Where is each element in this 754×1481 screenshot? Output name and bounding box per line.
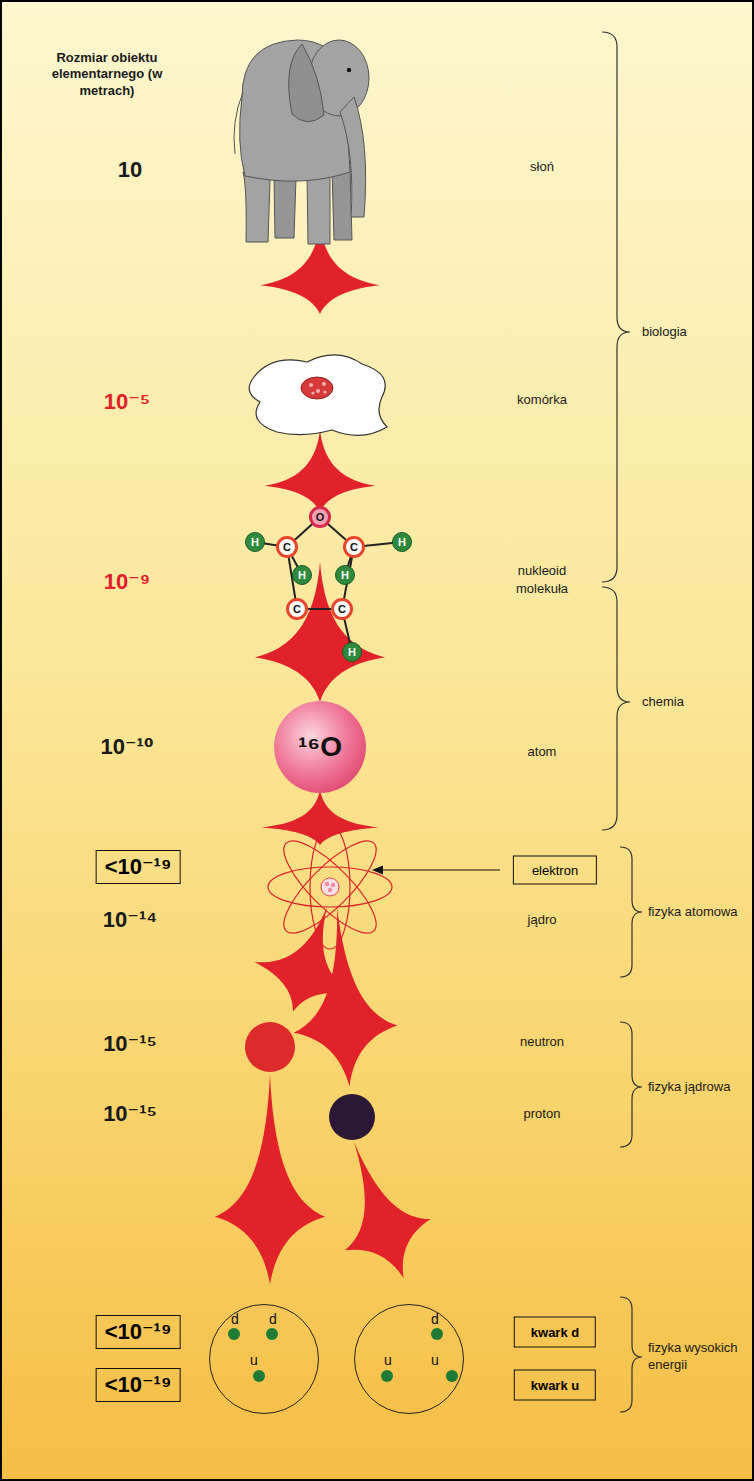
red-arrow <box>265 430 376 512</box>
atom-circle: O <box>309 506 331 528</box>
node-text: elektron <box>532 863 578 878</box>
size-value: 10⁻¹⁵ <box>103 1101 157 1127</box>
quark-letter: u <box>431 1352 439 1368</box>
quark-box: kwark u <box>514 1370 596 1401</box>
atom-sphere: ¹⁶O <box>274 701 366 793</box>
column-header: Rozmiar obiektu elementarnego (w metrach… <box>42 50 172 99</box>
node-text: H <box>251 536 259 548</box>
domain-label: fizyka wysokich energii <box>648 1340 738 1374</box>
brace <box>602 32 630 582</box>
atom-circle: H <box>335 565 355 585</box>
node-text: H <box>398 536 406 548</box>
size-value: 10⁻⁹ <box>104 569 151 595</box>
atom-circle: H <box>342 642 362 662</box>
object-name: słoń <box>530 158 554 176</box>
neutron-ball <box>245 1022 295 1072</box>
node-text: ¹⁶O <box>298 731 342 763</box>
size-box: <10⁻¹⁹ <box>96 1368 181 1402</box>
domain-label: biologia <box>642 324 742 341</box>
node-text: O <box>316 511 325 523</box>
quark-letter: d <box>269 1311 277 1327</box>
red-arrow <box>262 790 379 845</box>
node-text: C <box>283 541 291 553</box>
brace <box>620 1297 642 1412</box>
object-name: neutron <box>520 1033 564 1051</box>
atom-circle: H <box>392 532 412 552</box>
quark-letter: u <box>384 1352 392 1368</box>
size-value: 10⁻¹⁴ <box>103 907 157 933</box>
object-name: proton <box>524 1105 561 1123</box>
quark-box: kwark d <box>514 1317 596 1348</box>
leader-arrow <box>372 866 500 875</box>
node-text: C <box>350 541 358 553</box>
node-text: <10⁻¹⁹ <box>105 854 172 879</box>
brace <box>620 847 642 977</box>
atom-circle: C <box>331 598 353 620</box>
size-value: 10⁻¹⁵ <box>103 1031 157 1057</box>
node-text: <10⁻¹⁹ <box>105 1319 172 1344</box>
quark-dots <box>228 1328 458 1382</box>
molecule-bonds <box>255 517 402 652</box>
domain-label: fizyka atomowa <box>648 904 738 921</box>
quark-group: d u u <box>354 1304 464 1414</box>
atom-circle: H <box>245 532 265 552</box>
node-text: H <box>348 646 356 658</box>
node-text: kwark d <box>531 1325 579 1340</box>
quark-letter: d <box>431 1311 439 1327</box>
particle-box: elektron <box>513 856 597 885</box>
quark-letter: u <box>250 1352 258 1368</box>
object-name: jądro <box>528 911 557 929</box>
node-text: H <box>341 569 349 581</box>
quark-group: d d u <box>209 1304 319 1414</box>
cell <box>249 355 387 435</box>
domain-label: fizyka jądrowa <box>648 1079 738 1096</box>
brace <box>602 587 630 830</box>
atom-circle: C <box>343 536 365 558</box>
red-arrow <box>311 1126 446 1293</box>
size-value: 10⁻⁵ <box>104 389 150 415</box>
domain-label: chemia <box>642 694 742 711</box>
object-name: atom <box>528 743 557 761</box>
node-text: C <box>338 603 346 615</box>
object-name: nukleoid molekuła <box>506 562 578 598</box>
object-name: komórka <box>517 391 567 409</box>
brace <box>620 1022 642 1147</box>
node-text: H <box>298 569 306 581</box>
proton-ball <box>329 1094 375 1140</box>
atom-circle: H <box>292 565 312 585</box>
red-arrow <box>215 1074 326 1284</box>
quark-letter: d <box>231 1311 239 1327</box>
atom-circle: C <box>286 598 308 620</box>
atom-circle: C <box>276 536 298 558</box>
size-box: <10⁻¹⁹ <box>96 850 181 884</box>
red-arrows <box>215 224 447 1294</box>
size-box: <10⁻¹⁹ <box>96 1315 181 1349</box>
elephant <box>234 40 369 244</box>
size-value: 10⁻¹⁰ <box>100 734 153 760</box>
node-text: <10⁻¹⁹ <box>105 1372 172 1397</box>
atom-orbits <box>268 825 392 949</box>
node-text: C <box>293 603 301 615</box>
braces <box>602 32 642 1412</box>
red-arrow <box>255 562 385 702</box>
size-value: 10 <box>118 157 142 183</box>
node-text: kwark u <box>531 1378 579 1393</box>
